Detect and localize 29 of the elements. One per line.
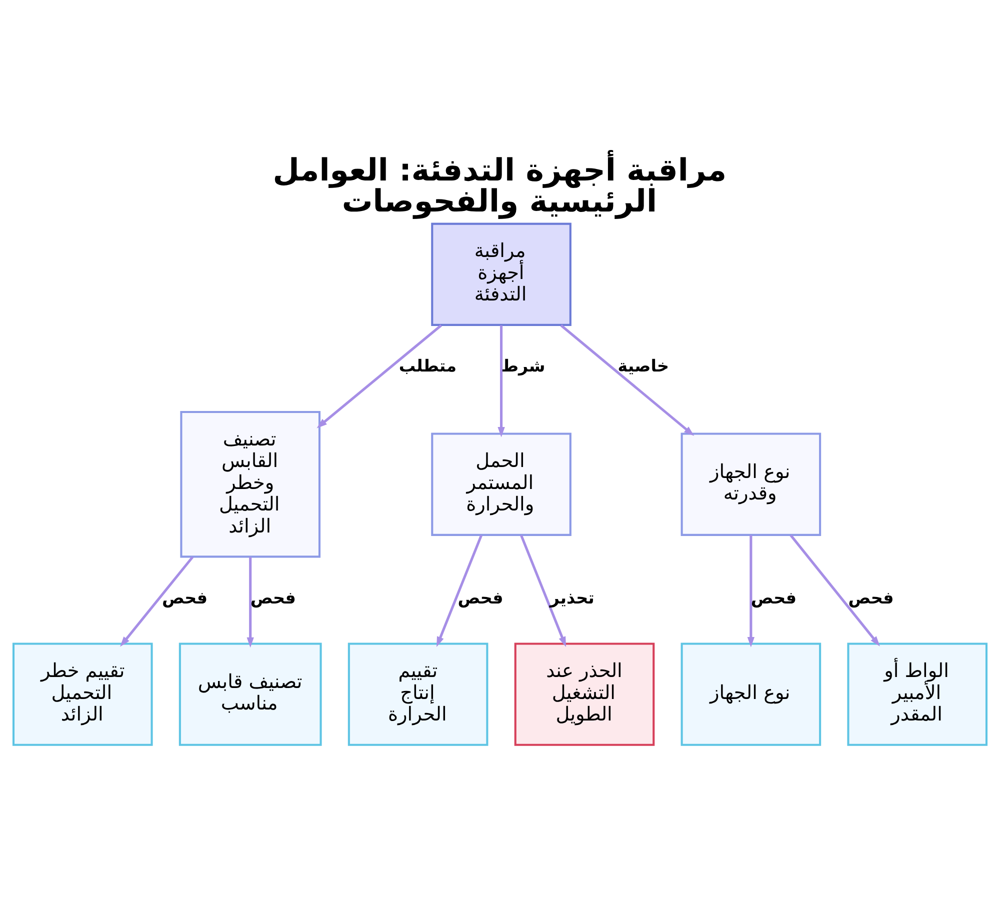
arrow [520, 534, 566, 647]
edge-label: فحص [750, 588, 796, 608]
edge-label: خاصية [618, 356, 669, 376]
node-box: الحذر عند التشغيل الطويل [514, 642, 655, 746]
arrow [747, 535, 755, 648]
arrow [316, 324, 442, 428]
arrow [120, 556, 194, 647]
arrow [246, 557, 254, 648]
edge-label: شرط [501, 356, 546, 376]
node-box: تصنيف قابس مناسب [178, 642, 322, 746]
edge-label: فحص [848, 588, 894, 608]
diagram-title: مراقبة أجهزة التدفئة: العوامل الرئيسية والفحوصات [272, 152, 727, 220]
node-box: تقييم خطر التحميل الزائد [12, 642, 153, 746]
edge-label: متطلب [398, 356, 457, 376]
node-box: الحمل المستمر والحرارة [431, 432, 572, 536]
arrow [790, 534, 880, 646]
arrow [560, 324, 694, 436]
edge-label: فحص [250, 588, 296, 608]
arrow [436, 534, 483, 647]
node-box: تقييم إنتاج الحرارة [348, 642, 488, 746]
node-box: تصنيف القابس وخطر التحميل الزائد [180, 411, 320, 558]
node-box: نوع الجهاز [680, 642, 822, 746]
edge-label: تحذير [550, 588, 594, 608]
node-box: نوع الجهاز وقدرته [680, 432, 822, 536]
node-box: مراقبة أجهزة التدفئة [431, 222, 572, 326]
edge-label: فحص [162, 588, 208, 608]
arrow [498, 325, 505, 438]
node-box: الواط أو الأمبير المقدر [847, 642, 988, 746]
edge-label: فحص [458, 588, 504, 608]
